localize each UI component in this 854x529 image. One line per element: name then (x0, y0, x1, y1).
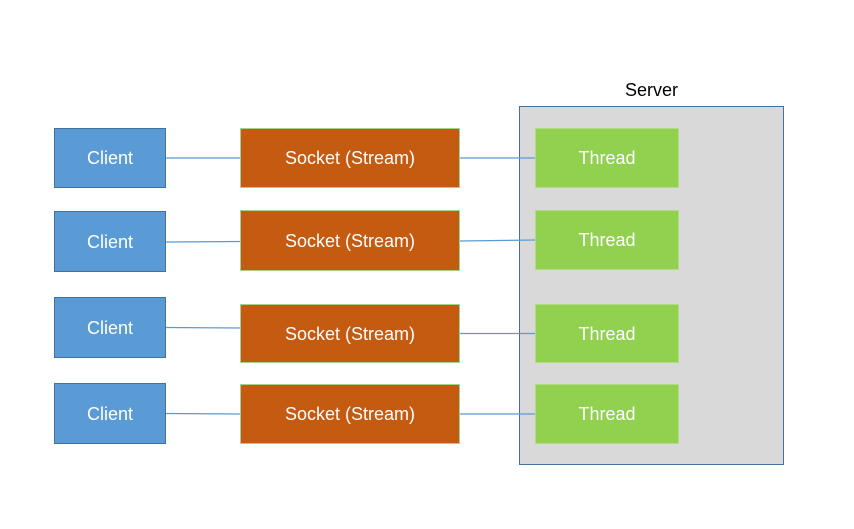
client-label: Client (86, 403, 134, 424)
thread-box: Thread (535, 128, 679, 188)
socket-label: Socket (Stream) (284, 230, 416, 251)
connector-line (165, 240, 241, 243)
thread-label: Thread (578, 404, 636, 424)
client-box: Client (54, 128, 166, 188)
socket-label: Socket (Stream) (284, 148, 416, 168)
client-box: Client (54, 211, 166, 272)
socket-box: Socket (Stream) (240, 304, 460, 363)
client-label: Client (86, 317, 134, 338)
client-label: Client (86, 231, 134, 252)
client-box: Client (54, 383, 166, 444)
socket-label: Socket (Stream) (284, 404, 416, 424)
socket-box: Socket (Stream) (240, 210, 460, 271)
thread-label: Thread (578, 323, 636, 344)
connector-line (165, 326, 241, 329)
server-title: Server (624, 80, 678, 100)
thread-box: Thread (535, 384, 679, 444)
socket-label: Socket (Stream) (284, 323, 416, 344)
client-box: Client (54, 297, 166, 358)
socket-box: Socket (Stream) (240, 128, 460, 188)
thread-box: Thread (535, 304, 679, 363)
thread-label: Thread (578, 230, 636, 250)
thread-label: Thread (578, 148, 636, 168)
socket-box: Socket (Stream) (240, 384, 460, 444)
client-label: Client (86, 148, 134, 168)
connector-line (165, 412, 241, 415)
thread-box: Thread (535, 210, 679, 270)
